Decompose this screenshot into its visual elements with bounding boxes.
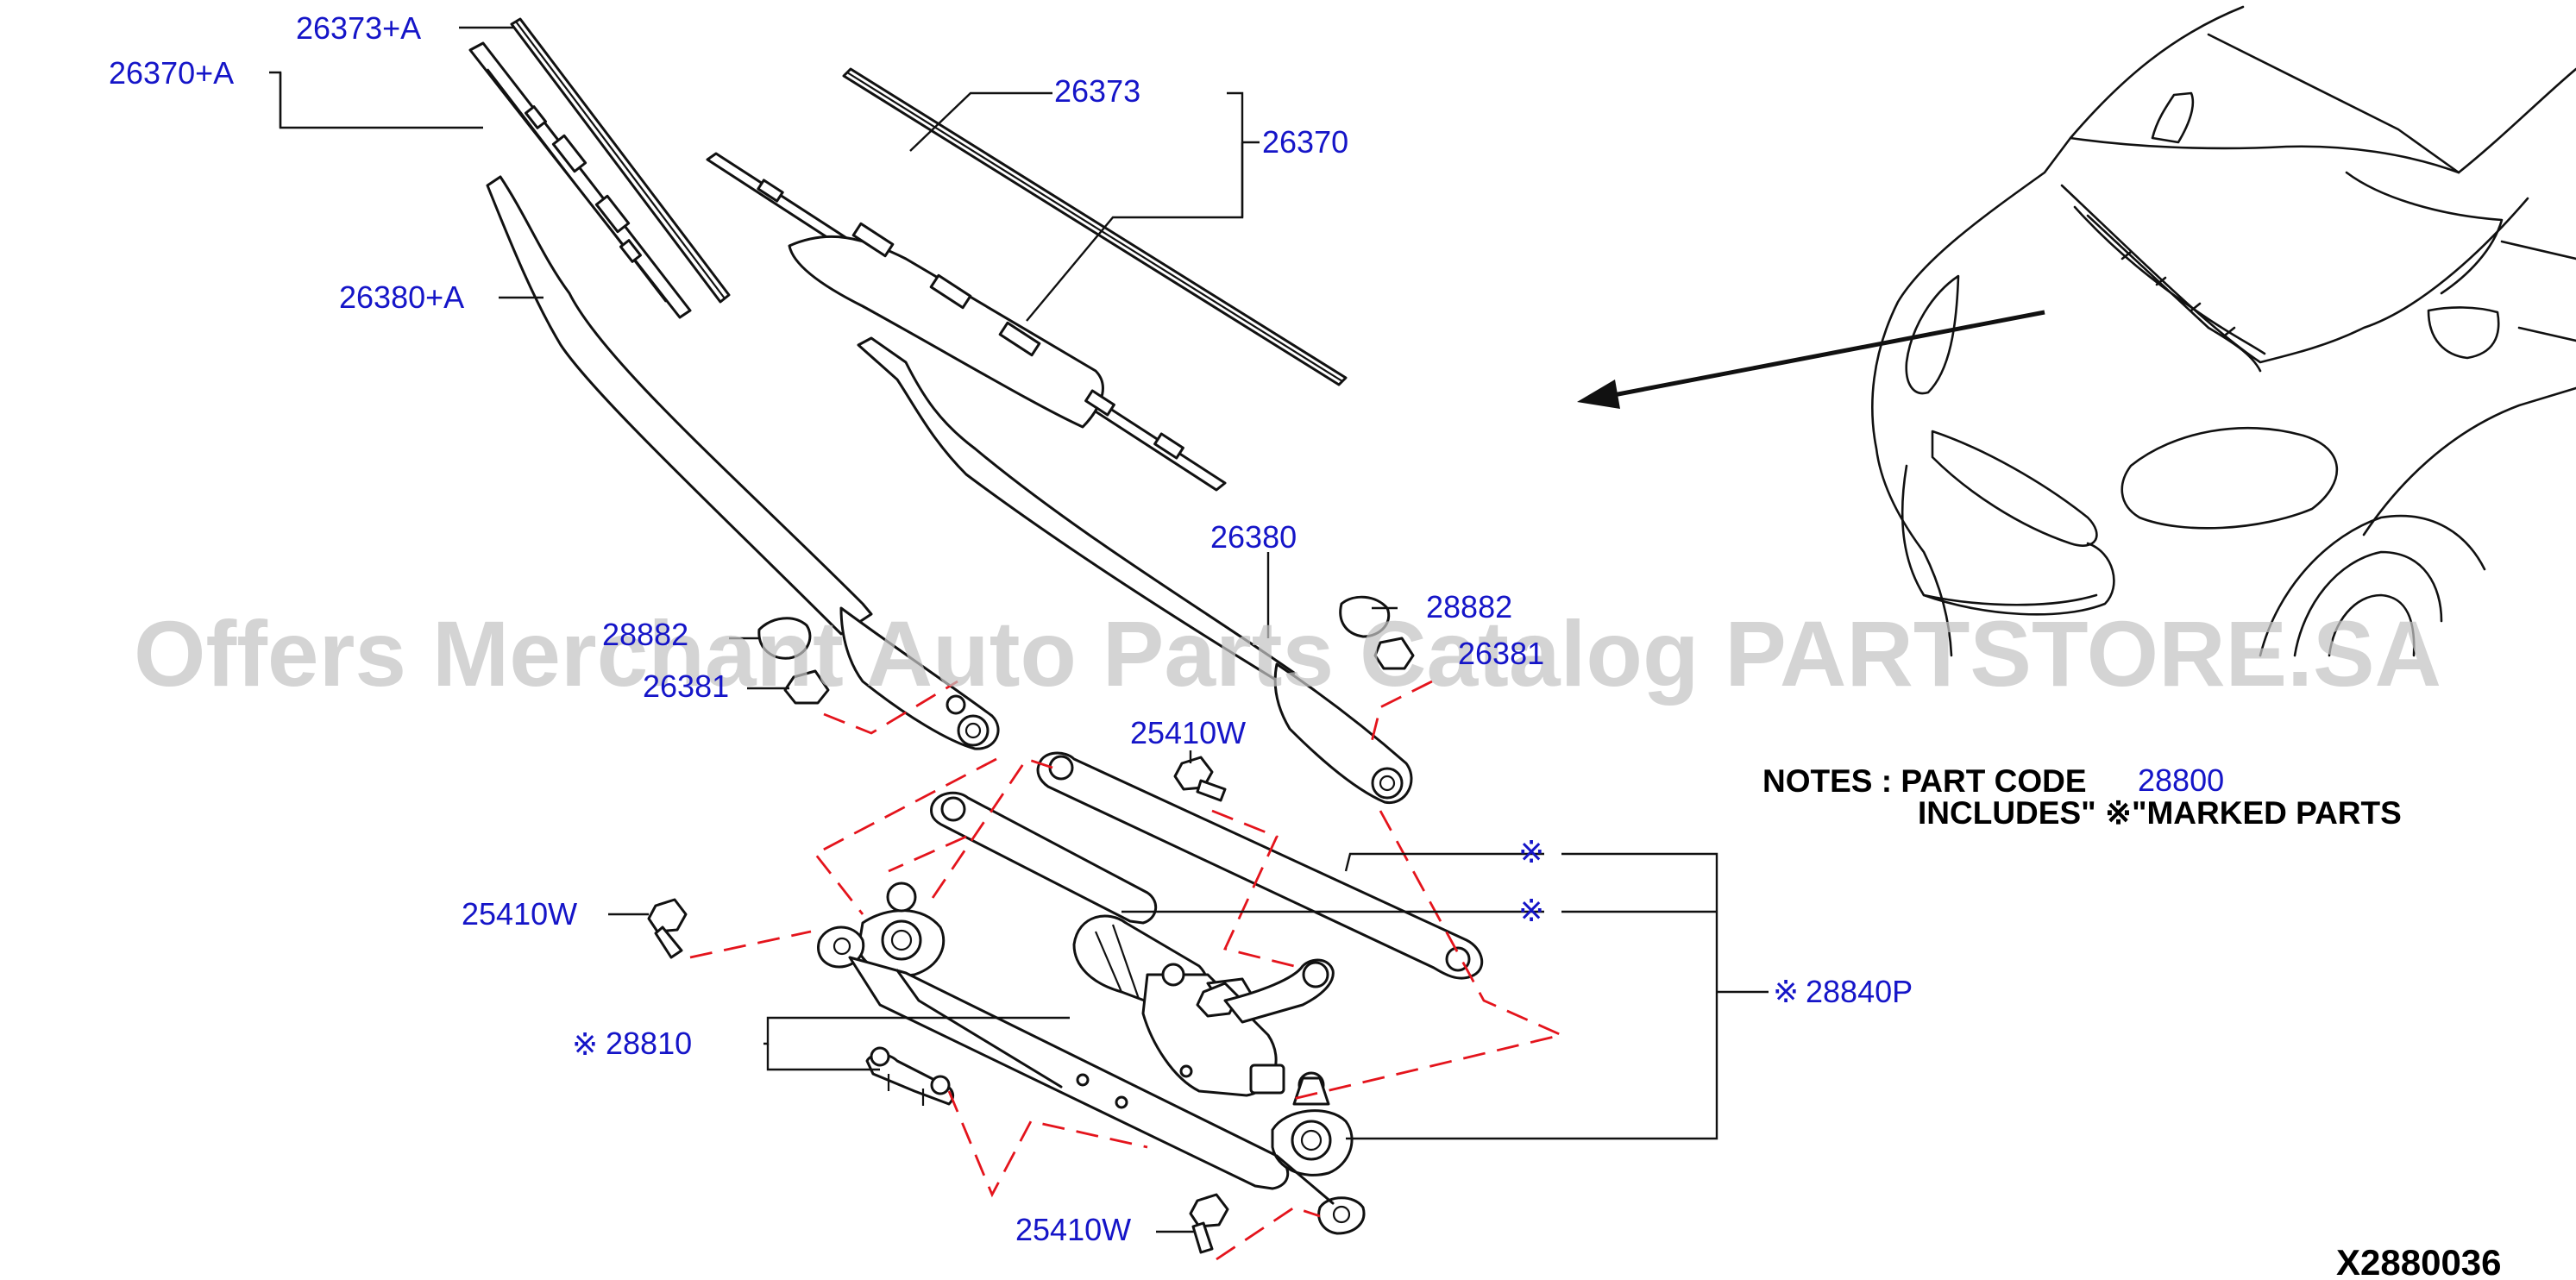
asterisk-mark-28840p: ※ [1773, 974, 1799, 1009]
wiper-refill-left [510, 17, 731, 304]
label-26381-right: 26381 [1458, 636, 1544, 671]
wiper-refill-right [842, 67, 1348, 386]
diagram-reference-code: X2880036 [2336, 1242, 2502, 1280]
wiper-arm-right [857, 336, 1413, 804]
label-25410w-top: 25410W [1130, 715, 1246, 750]
wiper-blade-right [706, 152, 1227, 492]
label-26373-plus-a: 26373+A [296, 10, 421, 46]
label-26380: 26380 [1210, 519, 1297, 555]
label-26373: 26373 [1054, 73, 1140, 109]
wiper-blade-left [468, 41, 692, 319]
label-28810: 28810 [606, 1026, 692, 1061]
bolts-25410w [647, 756, 1229, 1254]
pivot-caps-and-nuts [757, 595, 1415, 705]
asterisk-mark-link-upper: ※ [1518, 834, 1544, 869]
notes-line-2: INCLUDES" ※"MARKED PARTS [1918, 795, 2402, 831]
watermark-text: Offers Merchant Auto Parts Catalog PARTS… [134, 601, 2441, 706]
notes-line-1: NOTES : PART CODE [1762, 763, 2087, 799]
label-26381-left: 26381 [643, 668, 729, 704]
wiper-arm-left [486, 175, 1000, 750]
dashed-assembly-links [689, 680, 1566, 1261]
label-26370-plus-a: 26370+A [109, 55, 234, 91]
car-front-illustration [1577, 5, 2576, 657]
leader-lines [269, 26, 1769, 1233]
label-26380-plus-a: 26380+A [339, 279, 464, 315]
linkage-assembly [817, 751, 1484, 1235]
asterisk-mark-28810: ※ [572, 1026, 598, 1062]
label-25410w-left: 25410W [462, 896, 577, 932]
asterisk-mark-link-lower: ※ [1518, 893, 1544, 928]
label-28840p: 28840P [1806, 974, 1913, 1009]
label-26370: 26370 [1262, 124, 1348, 160]
label-28882-right: 28882 [1426, 589, 1512, 624]
notes-part-code: 28800 [2138, 762, 2224, 798]
label-25410w-bottom: 25410W [1015, 1212, 1131, 1247]
label-28882-left: 28882 [602, 617, 688, 652]
